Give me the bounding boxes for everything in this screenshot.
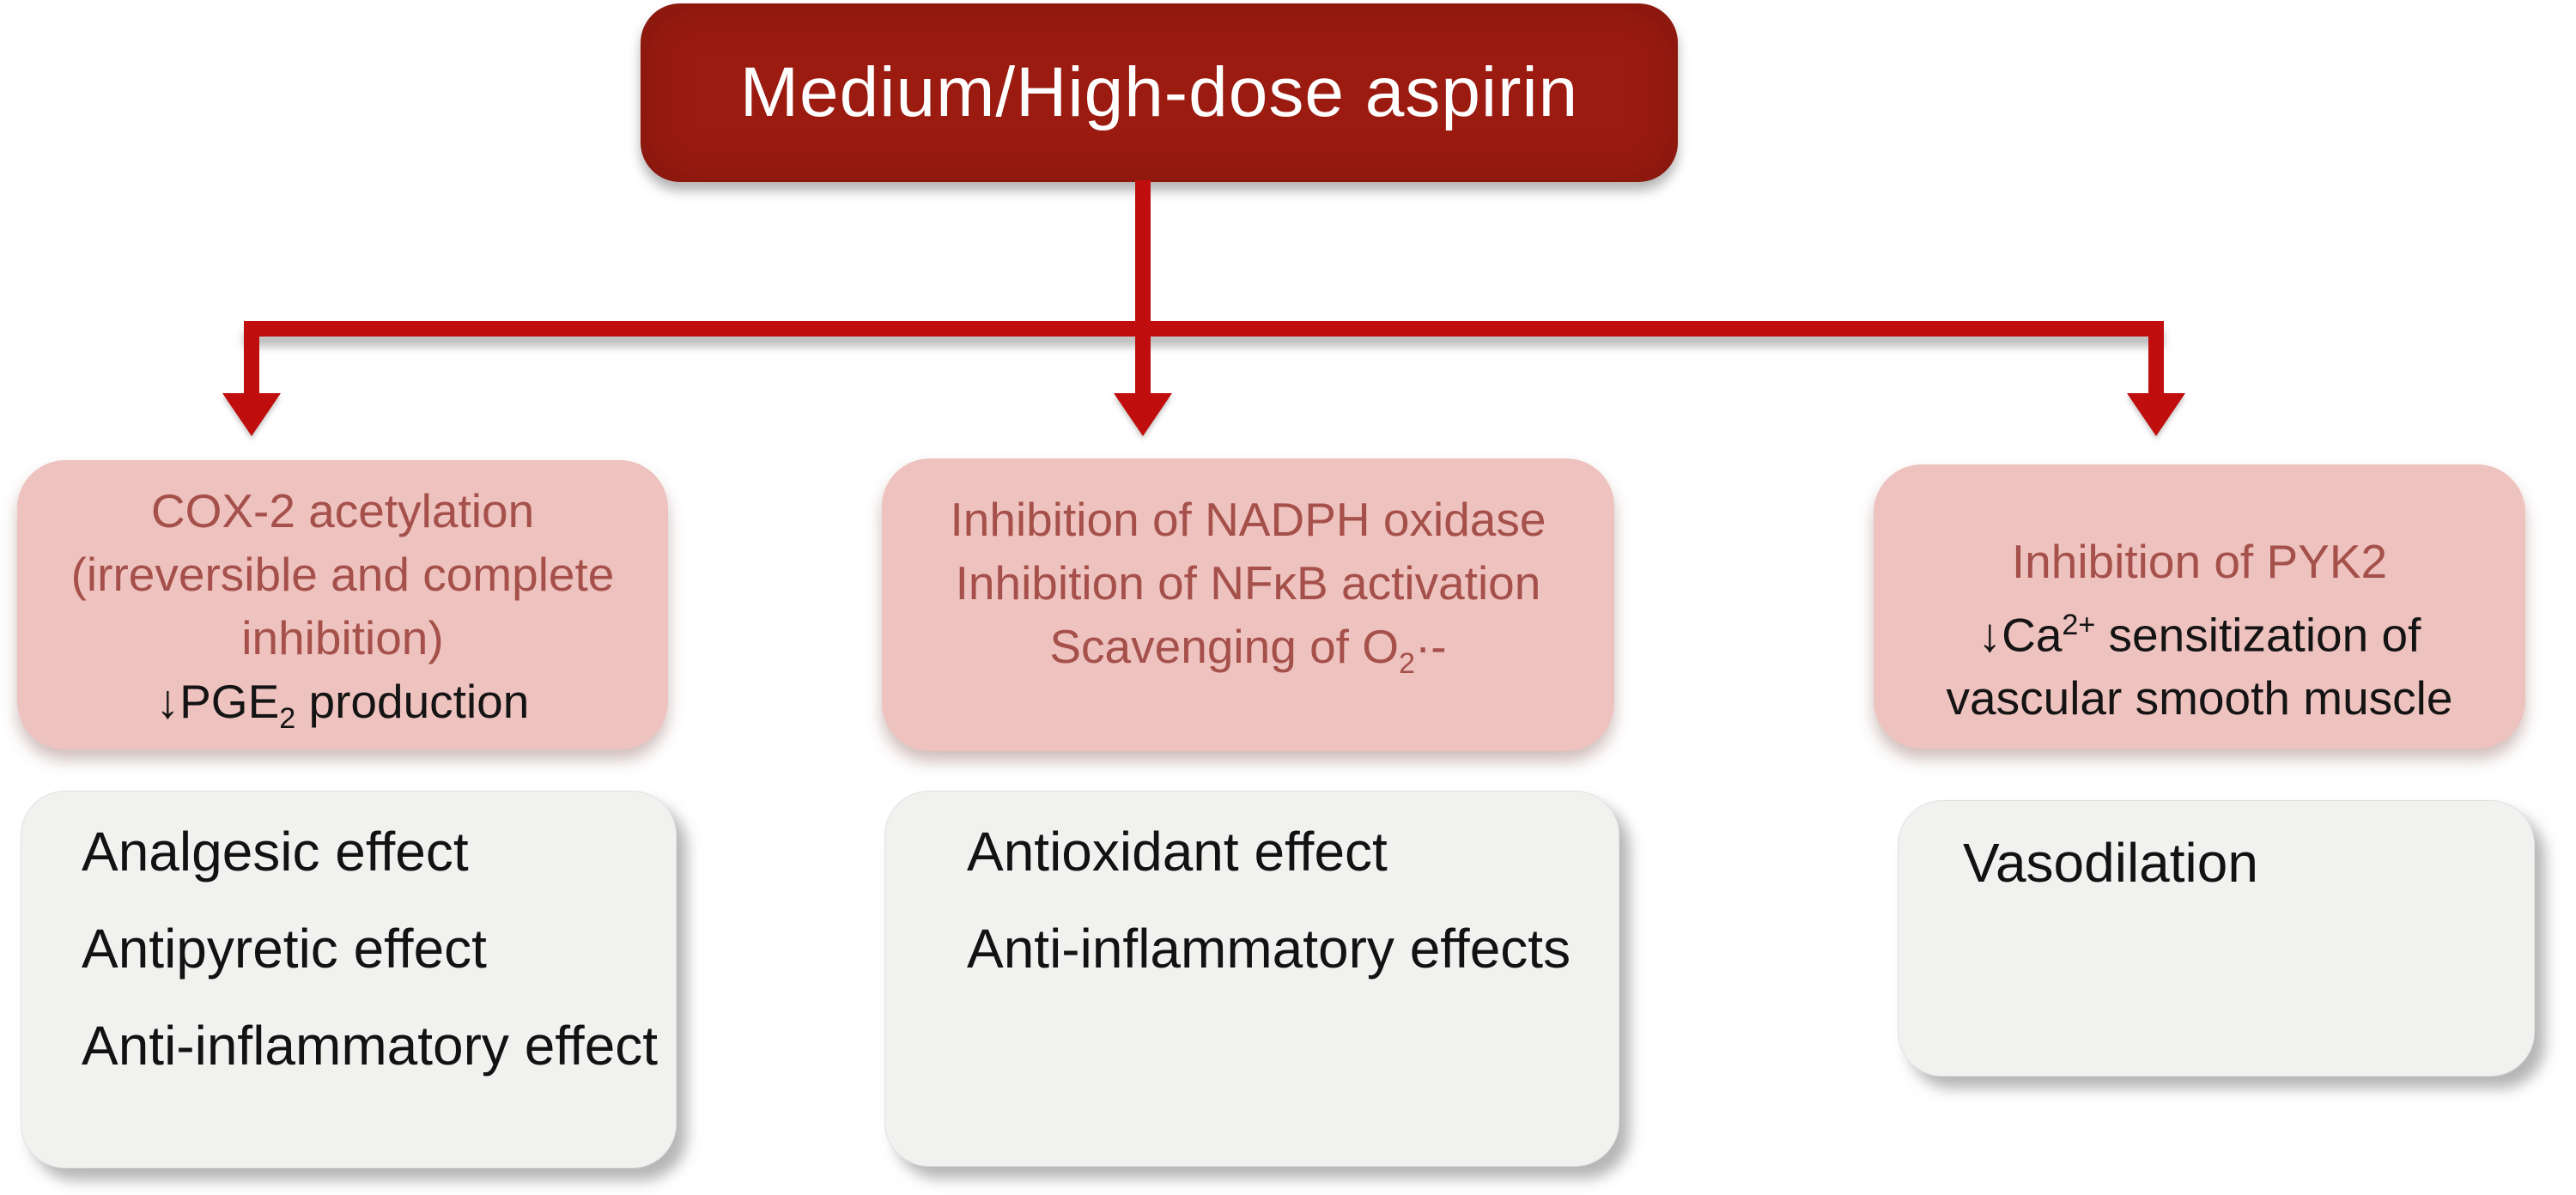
effect-item: Antipyretic effect bbox=[82, 918, 487, 980]
effects-box-pyk2: Vasodilation bbox=[1898, 800, 2535, 1077]
mechanism-text: sensitization of bbox=[2095, 608, 2421, 662]
mechanism-line: COX-2 acetylation bbox=[17, 479, 668, 543]
mechanism-text: Inhibition of PYK2 bbox=[2011, 535, 2388, 588]
subscript-text: 2 bbox=[1399, 647, 1415, 680]
mechanism-text: production bbox=[295, 675, 530, 728]
mechanism-line: ↓Ca2+ sensitization of bbox=[1874, 593, 2525, 666]
root-node-label: Medium/High-dose aspirin bbox=[739, 53, 1579, 131]
mechanism-line: ↓PGE2 production bbox=[17, 670, 668, 750]
effect-item: Anti-inflammatory effects bbox=[967, 918, 1571, 980]
effect-item: Vasodilation bbox=[1963, 832, 2258, 894]
connector-horizontal-bar bbox=[244, 321, 2164, 337]
mechanism-text: Inhibition of NADPH oxidase bbox=[950, 493, 1546, 546]
mechanism-text: ↓PGE bbox=[155, 675, 280, 728]
mechanism-text: (irreversible and complete bbox=[70, 548, 615, 601]
effect-item: Anti-inflammatory effect bbox=[82, 1015, 659, 1077]
mechanism-line: Inhibition of NADPH oxidase bbox=[882, 488, 1614, 551]
mechanism-box-pyk2: Inhibition of PYK2 ↓Ca2+ sensitization o… bbox=[1874, 464, 2525, 749]
connector-right-stem bbox=[2148, 323, 2164, 395]
arrowhead-right-icon bbox=[2127, 393, 2185, 436]
mechanism-text: COX-2 acetylation bbox=[150, 484, 535, 537]
mechanism-line: Inhibition of NFκB activation bbox=[882, 551, 1614, 615]
subscript-text: 2 bbox=[279, 702, 296, 735]
effect-item: Analgesic effect bbox=[82, 821, 469, 883]
effects-box-nadph: Antioxidant effect Anti-inflammatory eff… bbox=[884, 791, 1619, 1167]
mechanism-text: ·- bbox=[1414, 620, 1447, 673]
mechanism-line: inhibition) bbox=[17, 606, 668, 670]
arrowhead-left-icon bbox=[222, 393, 281, 436]
effects-box-cox2: Analgesic effect Antipyretic effect Anti… bbox=[21, 791, 677, 1168]
connector-left-stem bbox=[244, 323, 259, 395]
mechanism-box-cox2-acetylation: COX-2 acetylation (irreversible and comp… bbox=[17, 460, 668, 749]
arrowhead-center-icon bbox=[1114, 393, 1172, 436]
mechanism-text: ↓Ca bbox=[1978, 608, 2063, 662]
mechanism-line: Inhibition of PYK2 bbox=[1874, 530, 2525, 593]
connector-root-stem bbox=[1135, 180, 1151, 323]
effect-item: Antioxidant effect bbox=[967, 821, 1388, 883]
mechanism-text: Scavenging of O bbox=[1049, 620, 1400, 673]
mechanism-text: Inhibition of NFκB activation bbox=[955, 556, 1541, 610]
root-node-medium-high-dose-aspirin: Medium/High-dose aspirin bbox=[641, 3, 1678, 182]
superscript-text: 2+ bbox=[2062, 609, 2096, 641]
mechanism-line: vascular smooth muscle bbox=[1874, 666, 2525, 730]
mechanism-text: vascular smooth muscle bbox=[1946, 671, 2453, 725]
mechanism-text: inhibition) bbox=[241, 611, 444, 664]
connector-center-stem bbox=[1135, 323, 1151, 395]
mechanism-box-nadph-oxidase: Inhibition of NADPH oxidase Inhibition o… bbox=[882, 458, 1614, 751]
mechanism-line: (irreversible and complete bbox=[17, 543, 668, 606]
mechanism-line: Scavenging of O2·- bbox=[882, 615, 1614, 695]
